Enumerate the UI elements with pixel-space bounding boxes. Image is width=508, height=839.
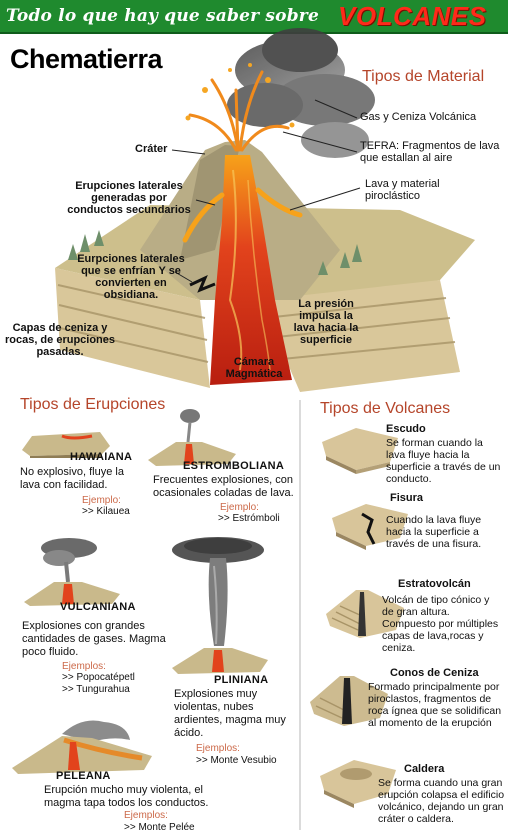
eruption-example-vulcaniana-2: >> Tungurahua <box>62 684 130 695</box>
volcano-desc-estratovolcan: Volcán de tipo cónico y de gran altura. … <box>382 594 499 654</box>
volcano-name-fisura: Fisura <box>390 492 424 504</box>
material-label-lava: Lava y material piroclástico <box>365 178 440 202</box>
shield-volcano-icon <box>322 428 398 474</box>
strombolian-eruption-icon <box>148 409 236 466</box>
eruption-desc-estromboliana: Frecuentes explosiones, con ocasionales … <box>153 474 294 499</box>
volcano-desc-caldera: Se forma cuando una gran erupción colaps… <box>378 777 505 825</box>
label-magma-chamber: Cámara Magmática <box>225 356 283 380</box>
eruption-name-pliniana: PLINIANA <box>214 674 269 686</box>
lateral-flow-left <box>182 192 225 243</box>
volcano-types-heading: Tipos de Volcanes <box>320 400 451 417</box>
ground-front-left <box>55 268 210 388</box>
section-divider <box>299 400 301 830</box>
lava-fountain <box>188 70 290 152</box>
trees <box>68 230 362 275</box>
eruption-desc-vulcaniana: Explosiones con grandes cantidades de ga… <box>22 620 166 658</box>
eruption-example-hawaiana: >> Kilauea <box>82 506 130 517</box>
eruption-desc-hawaiana: No explosivo, fluye la lava con facilida… <box>20 466 124 491</box>
brand-name: Chematierra <box>10 44 163 74</box>
lateral-flow-right <box>255 187 303 218</box>
plinian-eruption-icon <box>172 537 268 674</box>
volcano-desc-escudo: Se forman cuando la lava fluye hacia la … <box>386 437 501 485</box>
obsidian-vein <box>189 275 216 293</box>
label-crater: Cráter <box>135 143 168 155</box>
stratovolcano-icon <box>326 590 404 638</box>
label-layers: Capas de ceniza y rocas, de erupciones p… <box>4 322 116 358</box>
material-label-tefra: TEFRA: Fragmentos de lava que estallan a… <box>360 140 500 164</box>
volcano-desc-conos-de-ceniza: Formado principalmente por piroclastos, … <box>368 681 502 729</box>
eruption-name-peleana: PELEANA <box>56 770 111 782</box>
label-obsidian: Eurpciones laterales que se enfrían Y se… <box>77 253 185 301</box>
eruption-example-label-vulcaniana: Ejemplos: <box>62 661 106 672</box>
label-lateral: Erupciones laterales generadas por condu… <box>67 180 191 216</box>
hawaiian-eruption-icon <box>22 432 110 458</box>
eruption-example-label-hawaiana: Ejemplo: <box>82 495 121 506</box>
material-label-gas: Gas y Ceniza Volcánica <box>360 111 477 123</box>
ground-front-right <box>260 280 460 392</box>
volcano-name-conos-de-ceniza: Conos de Ceniza <box>390 667 479 679</box>
eruption-desc-pliniana: Explosiones muy violentas, nubes ardient… <box>174 688 286 739</box>
eruption-name-estromboliana: ESTROMBOLIANA <box>183 460 285 472</box>
material-heading: Tipos de Material <box>362 68 485 85</box>
label-pressure: La presión impulsa la lava hacia la supe… <box>293 298 359 346</box>
eruption-example-pliniana: >> Monte Vesubio <box>196 755 277 766</box>
volcano-name-escudo: Escudo <box>386 423 426 435</box>
banner-title-prefix: Todo lo que hay que saber sobre <box>6 6 319 26</box>
volcano-name-caldera: Caldera <box>404 763 445 775</box>
title-banner: Todo lo que hay que saber sobre VOLCANES <box>0 0 508 34</box>
eruption-desc-peleana: Erupción mucho muy violenta, el magma ta… <box>44 784 209 809</box>
banner-title-highlight: VOLCANES <box>338 1 487 31</box>
volcano-name-estratovolcan: Estratovolcán <box>398 578 471 590</box>
eruption-example-label-estromboliana: Ejemplo: <box>220 502 259 513</box>
caldera-volcano-icon <box>320 760 396 808</box>
cinder-cone-icon <box>310 676 388 726</box>
eruptions-heading: Tipos de Erupciones <box>20 396 166 413</box>
magma-conduit <box>210 155 292 385</box>
eruption-name-hawaiana: HAWAIANA <box>70 451 133 463</box>
vulcanian-eruption-icon <box>24 538 120 606</box>
volcano-cross-section <box>55 28 475 392</box>
eruption-example-peleana: >> Monte Pelée <box>124 822 195 833</box>
pelean-eruption-icon <box>12 720 152 774</box>
eruption-example-label-peleana: Ejemplos: <box>124 810 168 821</box>
eruption-example-estromboliana: >> Estrómboli <box>218 513 280 524</box>
eruption-example-label-pliniana: Ejemplos: <box>196 743 240 754</box>
fissure-volcano-icon <box>332 504 408 550</box>
ash-cloud <box>227 28 375 158</box>
volcano-desc-fisura: Cuando la lava fluye hacia la superficie… <box>386 514 482 550</box>
eruption-example-vulcaniana-1: >> Popocatépetl <box>62 672 135 683</box>
eruption-name-vulcaniana: VULCANIANA <box>60 601 136 613</box>
